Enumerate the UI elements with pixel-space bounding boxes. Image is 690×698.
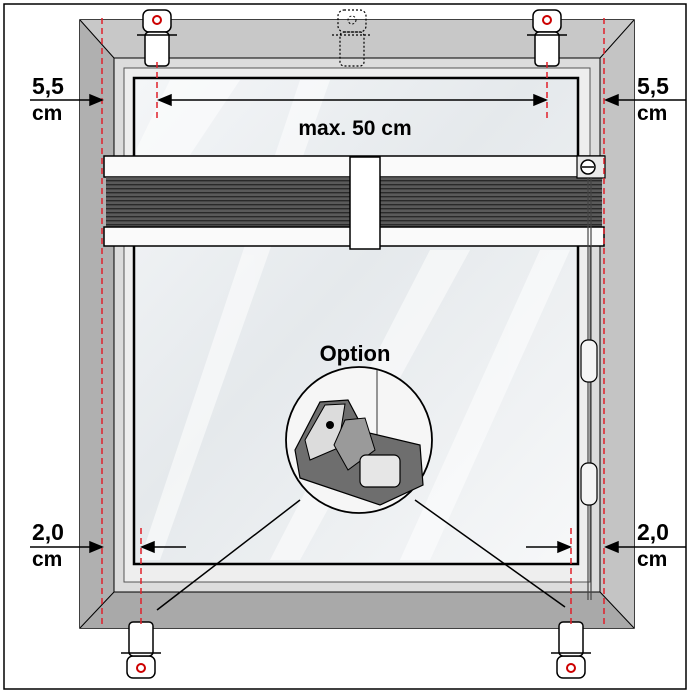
max-width-label: max. 50 cm: [298, 117, 411, 140]
top-right-unit: cm: [637, 102, 667, 125]
optional-bracket-icon: [332, 9, 372, 67]
mounting-bracket-icon: [527, 9, 567, 67]
handle-icon: [580, 339, 598, 383]
option-label: Option: [320, 341, 391, 366]
top-left-unit: cm: [32, 102, 62, 125]
bottom-left-unit: cm: [32, 548, 62, 571]
mounting-bracket-icon: [137, 9, 177, 67]
bottom-right-unit: cm: [637, 548, 667, 571]
top-left-value: 5,5: [32, 73, 64, 99]
bottom-right-value: 2,0: [637, 519, 669, 545]
mounting-bracket-icon: [121, 621, 161, 679]
mounting-bracket-icon: [551, 621, 591, 679]
pleated-blind: [103, 155, 606, 250]
option-detail: [156, 366, 566, 611]
tension-cord: [580, 178, 598, 600]
blind-center-clip: [349, 156, 381, 250]
bottom-left-value: 2,0: [32, 519, 64, 545]
guide-lines: [101, 18, 605, 628]
handle-icon: [580, 462, 598, 506]
dimension-arrows: [30, 93, 686, 554]
top-right-value: 5,5: [637, 73, 669, 99]
